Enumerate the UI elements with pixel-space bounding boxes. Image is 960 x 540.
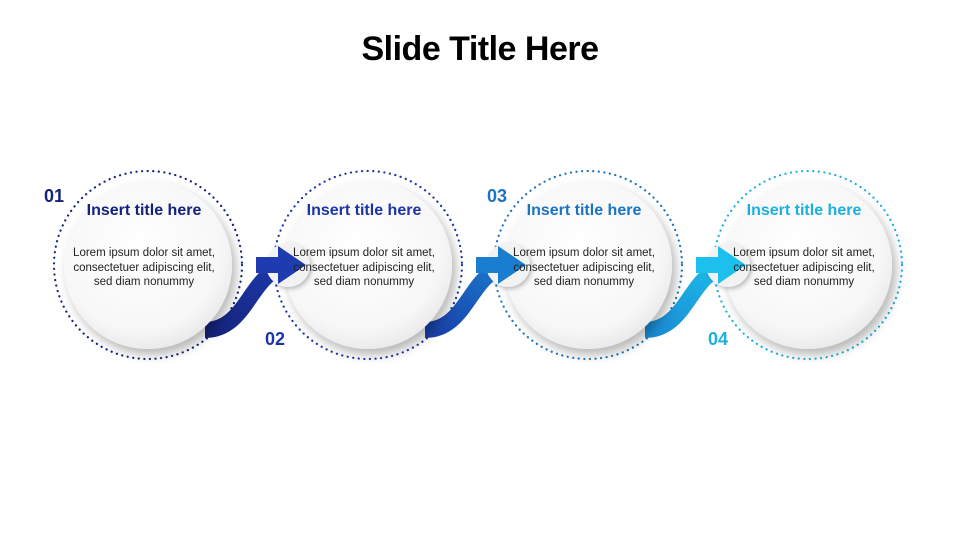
step-number-3: 03 [487,186,508,206]
slide-title: Slide Title Here [361,30,599,68]
step-title-4: Insert title here [746,202,862,219]
step-body-4: Lorem ipsum dolor sit amet, consectetuer… [733,247,875,288]
dotted-ring-2 [272,169,464,361]
arrow-shaft-2 [476,257,500,273]
step-circle-4 [724,181,892,349]
step-circle-2 [284,181,452,349]
dotted-ring-4 [712,169,904,361]
step-body-3: Lorem ipsum dolor sit amet, consectetuer… [513,247,655,288]
arrow-shaft-1 [256,257,280,273]
step-body-1: Lorem ipsum dolor sit amet, consectetuer… [73,247,215,288]
arrow-head-1 [278,246,306,284]
arrow-head-3 [718,246,746,284]
dotted-ring-1 [52,169,244,361]
dotted-ring-3 [492,169,684,361]
arrow-shaft-3 [696,257,720,273]
step-title-2: Insert title here [306,202,422,219]
step-title-3: Insert title here [526,202,642,219]
arrow-head-2 [498,246,526,284]
step-number-1: 01 [44,186,65,206]
step-number-2: 02 [265,329,286,349]
step-number-4: 04 [708,329,729,349]
step-circle-3 [504,181,672,349]
step-circle-1 [64,181,232,349]
step-title-1: Insert title here [86,202,202,219]
step-body-2: Lorem ipsum dolor sit amet, consectetuer… [293,247,435,288]
